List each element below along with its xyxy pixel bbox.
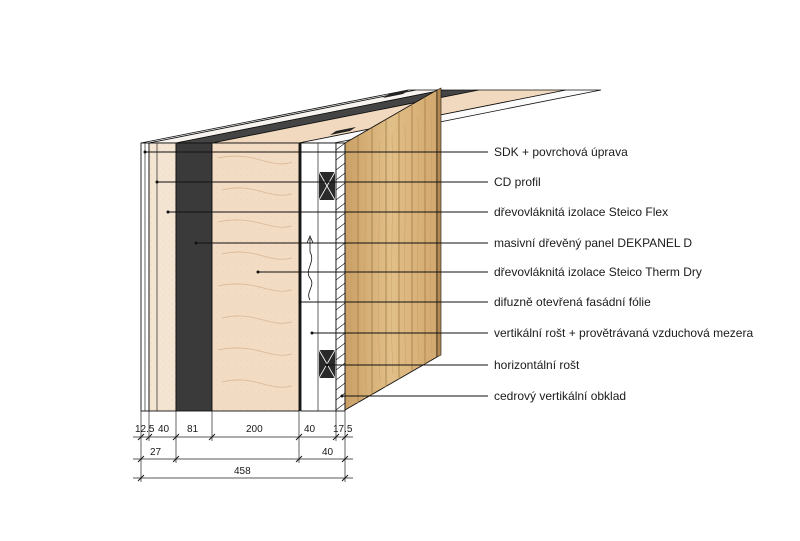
label-cd-profil: CD profil [494, 175, 541, 189]
batten-top-block-2 [383, 90, 409, 98]
layer-dekpanel [175, 142, 213, 412]
layer-cedar-section [335, 142, 346, 412]
airflow-arrow [307, 238, 313, 301]
labels: SDK + povrchová úprava CD profil dřevovl… [494, 145, 753, 403]
horizontal-batten-block-1 [318, 171, 336, 201]
airflow-arrowhead [306, 234, 314, 244]
label-cedar: cedrový vertikální obklad [494, 389, 626, 403]
label-steico-flex: dřevovláknitá izolace Steico Flex [494, 205, 668, 219]
cedar-board-joints [357, 97, 426, 403]
cedar-hatching [335, 142, 346, 411]
section-layers [140, 142, 346, 412]
dim-cedar: 17.5 [333, 424, 353, 435]
dim-flex: 40 [158, 424, 170, 435]
dim-panel: 81 [187, 424, 199, 435]
dimension-lines: 12.5 40 81 200 40 17.5 27 40 458 [133, 411, 353, 482]
batten-top-block [330, 127, 356, 135]
dim-total: 458 [234, 466, 251, 477]
label-dekpanel: masivní dřevěný panel DEKPANEL D [494, 236, 692, 250]
dim-sdk: 12.5 [135, 424, 155, 435]
dim-subtotal-inner: 27 [150, 447, 162, 458]
layer-steico-therm-texture [212, 143, 299, 411]
label-horizontal-batten: horizontální rošt [494, 358, 580, 372]
label-membrane: difuzně otevřená fasádní fólie [494, 295, 651, 309]
insulation-fibre-lines [217, 155, 293, 388]
label-steico-therm: dřevovláknitá izolace Steico Therm Dry [494, 265, 702, 279]
cedar-face [344, 87, 442, 411]
dim-therm: 200 [246, 424, 263, 435]
leader-lines [143, 150, 488, 398]
cedar-face-board [344, 89, 438, 411]
cedar-side-edge [436, 87, 442, 358]
dim-subtotal-outer: 40 [322, 447, 334, 458]
label-vertical-batten: vertikální rošt + provětrávaná vzduchová… [494, 326, 753, 340]
label-sdk: SDK + povrchová úprava [494, 145, 628, 159]
layer-steico-flex-texture [149, 143, 176, 411]
dim-batten: 40 [304, 424, 316, 435]
